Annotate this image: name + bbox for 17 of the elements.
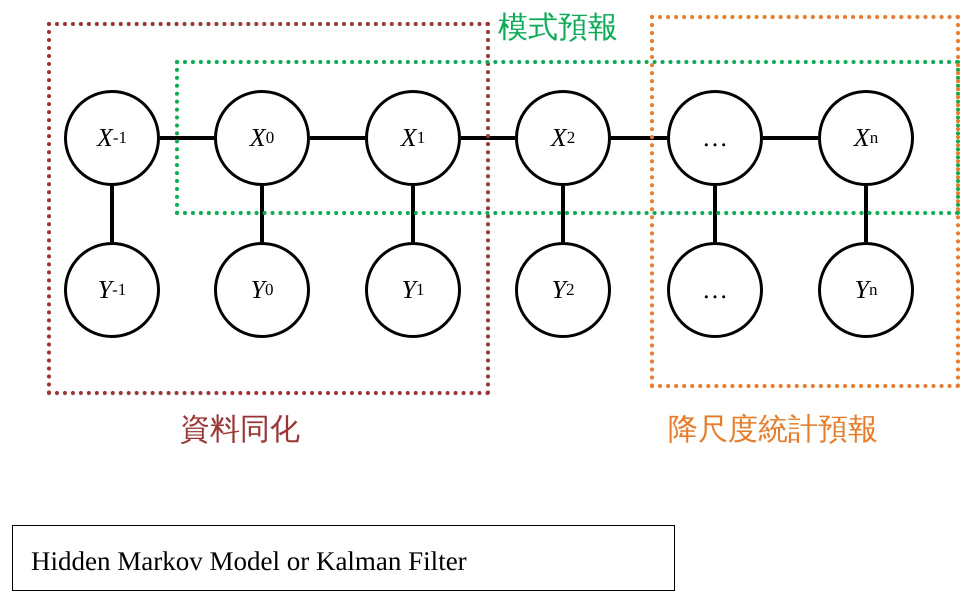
variable-circle: … xyxy=(667,242,763,338)
connector-line xyxy=(310,136,365,140)
connector-line xyxy=(561,186,565,242)
connector-line xyxy=(461,136,515,140)
connector-line xyxy=(611,136,667,140)
variable-circle: … xyxy=(667,90,763,186)
group-label: 模式預報 xyxy=(498,10,618,46)
connector-line xyxy=(160,136,214,140)
connector-line xyxy=(110,186,114,242)
group-label: 降尺度統計預報 xyxy=(668,412,878,448)
connector-line xyxy=(411,186,415,242)
group-label: 資料同化 xyxy=(180,412,300,448)
connector-line xyxy=(713,186,717,242)
connector-line xyxy=(260,186,264,242)
caption-box: Hidden Markov Model or Kalman Filter xyxy=(12,525,675,591)
connector-line xyxy=(864,186,868,242)
connector-line xyxy=(763,136,818,140)
